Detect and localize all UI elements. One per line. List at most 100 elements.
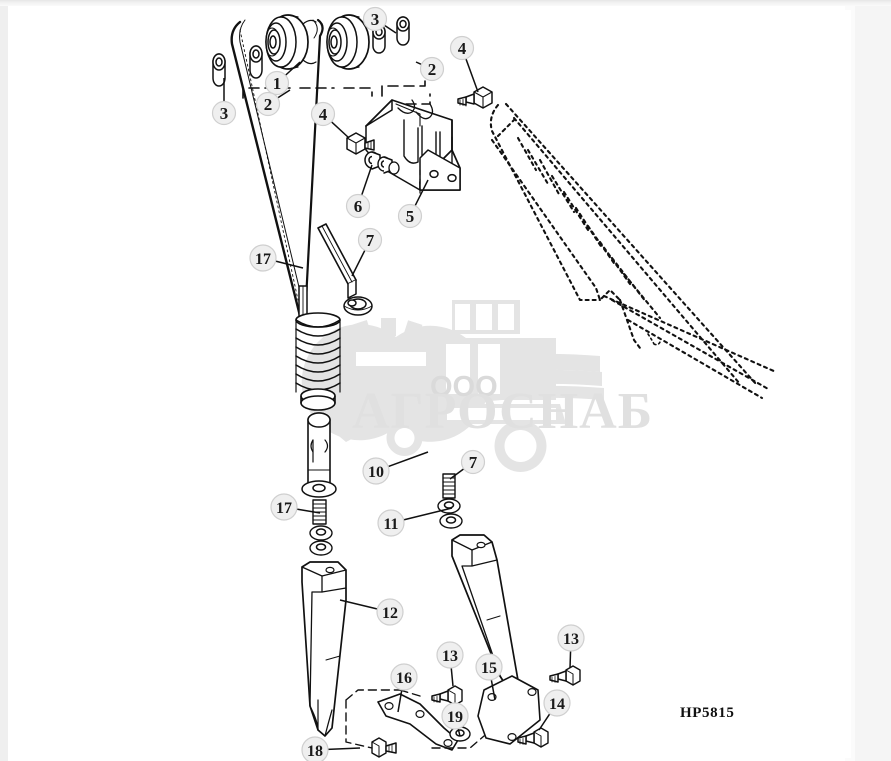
callout-leader-12 (339, 599, 378, 610)
callout-circle (377, 509, 405, 537)
bushing-right-b (396, 16, 410, 46)
callout-4a[interactable]: 4 (449, 35, 475, 61)
callout-number: 7 (469, 453, 478, 472)
callout-13b[interactable]: 13 (557, 624, 585, 652)
callout-6[interactable]: 6 (345, 193, 371, 219)
callout-leader-3 (384, 24, 397, 34)
pulley-right (326, 14, 370, 70)
callout-2a[interactable]: 2 (255, 91, 281, 117)
callout-circle (357, 227, 383, 253)
callout-circle (255, 91, 281, 117)
callout-17a[interactable]: 17 (249, 244, 277, 272)
callout-number: 17 (276, 500, 292, 517)
callout-leader-7 (449, 468, 465, 480)
rod-eye-washer (343, 296, 373, 316)
callout-leader-7 (351, 249, 366, 277)
cap-screw-upper (457, 86, 493, 109)
callout-19[interactable]: 19 (441, 702, 469, 730)
callout-number: 18 (307, 743, 323, 760)
callout-13a[interactable]: 13 (436, 641, 464, 669)
bolt-13-left (431, 685, 463, 706)
callout-15[interactable]: 15 (475, 653, 503, 681)
callout-leader-6 (361, 164, 373, 196)
callout-number: 4 (458, 39, 467, 58)
callout-number: 2 (264, 95, 273, 114)
callout-number: 19 (447, 709, 463, 726)
callout-circle (475, 653, 503, 681)
callout-7b[interactable]: 7 (460, 449, 486, 475)
tine-arm-right (451, 534, 520, 693)
callout-5[interactable]: 5 (397, 203, 423, 229)
callout-circle (345, 193, 371, 219)
viewer-right-strip (855, 6, 891, 761)
callout-number: 13 (442, 648, 458, 665)
phantom-position-outline (345, 689, 485, 749)
callout-circle (362, 6, 388, 32)
callout-leader-17 (275, 260, 304, 269)
callout-3a[interactable]: 3 (211, 100, 237, 126)
callout-14[interactable]: 14 (543, 689, 571, 717)
tine-arm-left (301, 561, 347, 737)
callout-number: 15 (481, 660, 497, 677)
bushing-left (212, 53, 226, 87)
callout-circle (460, 449, 486, 475)
knurled-pin-right (442, 473, 456, 499)
callout-circle (310, 101, 336, 127)
callout-leader-10 (387, 451, 429, 468)
callout-leader-13 (569, 650, 572, 669)
callout-leader-15 (490, 679, 496, 701)
callout-circle (270, 493, 298, 521)
callout-number: 10 (368, 464, 384, 481)
callout-17b[interactable]: 17 (270, 493, 298, 521)
callout-7a[interactable]: 7 (357, 227, 383, 253)
viewer-top-strip (0, 0, 891, 6)
callout-leader-4 (330, 121, 350, 139)
callout-18[interactable]: 18 (301, 736, 329, 761)
callout-leader-16 (397, 689, 403, 713)
callout-circle (376, 598, 404, 626)
callout-number: 13 (563, 631, 579, 648)
callout-number: 6 (354, 197, 363, 216)
bolt-18 (371, 737, 397, 758)
viewer-left-strip (0, 6, 8, 761)
callout-12[interactable]: 12 (376, 598, 404, 626)
nut-washer-stack (364, 151, 400, 175)
callout-number: 5 (406, 207, 415, 226)
callout-circle (397, 203, 423, 229)
callout-circle (557, 624, 585, 652)
callout-number: 17 (255, 251, 271, 268)
callout-circle (449, 35, 475, 61)
callout-10[interactable]: 10 (362, 457, 390, 485)
callout-number: 1 (273, 74, 282, 93)
callout-4b[interactable]: 4 (310, 101, 336, 127)
callout-16[interactable]: 16 (390, 663, 418, 691)
callout-circle (390, 663, 418, 691)
callout-1[interactable]: 1 (264, 70, 290, 96)
callout-leaders (223, 24, 572, 751)
callout-leader-18 (327, 747, 361, 751)
callout-circle (211, 100, 237, 126)
callout-2b[interactable]: 2 (419, 56, 445, 82)
callout-leader-13 (450, 667, 454, 687)
callout-11[interactable]: 11 (377, 509, 405, 537)
coil-spring (295, 312, 341, 411)
callout-leader-5 (414, 179, 429, 207)
part-number-label: HP5815 (680, 705, 735, 721)
callout-circle (301, 736, 329, 761)
callout-circle (441, 702, 469, 730)
cap-screw-mid (346, 132, 375, 155)
knurled-pin-lower (312, 499, 327, 525)
reel-phantom-outline (489, 102, 778, 400)
tension-rod (317, 223, 357, 299)
callout-leader-11 (403, 507, 453, 521)
callout-number: 7 (366, 231, 375, 250)
callout-number: 11 (383, 516, 398, 533)
callout-leader-17 (296, 508, 321, 514)
bolt-13-right (549, 665, 581, 686)
callout-3b[interactable]: 3 (362, 6, 388, 32)
bushing-mid (249, 45, 263, 79)
callout-leader-2 (277, 89, 291, 99)
spring-shaft (307, 412, 331, 484)
viewer-left-inner (8, 6, 13, 238)
shaft-washer (301, 480, 337, 498)
